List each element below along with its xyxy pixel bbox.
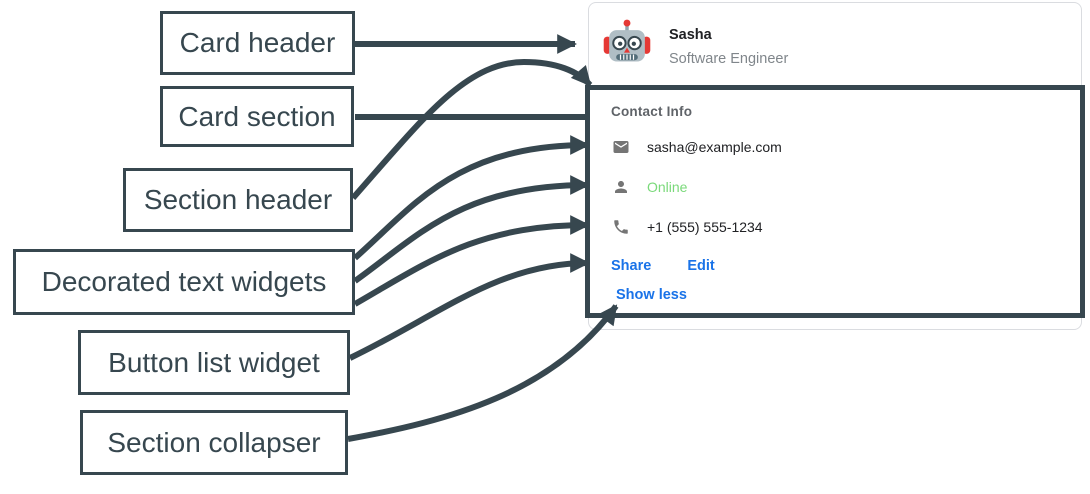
label-section-collapser: Section collapser <box>80 410 348 475</box>
label-section-collapser-text: Section collapser <box>107 426 321 458</box>
label-card-header-text: Card header <box>179 27 336 58</box>
status-text: Online <box>647 179 688 195</box>
share-button[interactable]: Share <box>611 258 652 274</box>
label-section-header-text: Section header <box>143 184 333 215</box>
status-row: Online <box>612 177 687 197</box>
section-header-title: Contact Info <box>611 104 693 119</box>
arrow-decorated-status <box>353 175 590 284</box>
arrow-decorated-phone <box>353 215 590 307</box>
email-row: sasha@example.com <box>612 137 782 157</box>
label-section-header: Section header <box>123 168 353 232</box>
phone-text: +1 (555) 555-1234 <box>647 219 763 235</box>
mail-icon <box>613 141 629 153</box>
arrow-button-list <box>348 253 590 361</box>
phone-row: +1 (555) 555-1234 <box>612 217 763 237</box>
contact-card: Sasha Software Engineer Contact Info sas… <box>588 2 1082 330</box>
button-list: Share Edit <box>611 258 715 274</box>
label-card-section: Card section <box>160 86 354 147</box>
section-highlight-box <box>585 85 1085 318</box>
phone-icon <box>614 220 628 234</box>
label-decorated-text-widgets-text: Decorated text widgets <box>41 266 327 297</box>
robot-avatar-icon <box>603 19 651 62</box>
arrow-decorated-email <box>353 135 590 261</box>
arrow-section-collapser <box>347 304 619 442</box>
label-card-header: Card header <box>160 11 355 75</box>
edit-button[interactable]: Edit <box>687 258 715 274</box>
label-decorated-text-widgets: Decorated text widgets <box>13 249 355 315</box>
label-button-list-widget-text: Button list widget <box>108 346 320 378</box>
label-button-list-widget: Button list widget <box>78 330 350 395</box>
arrow-section-header <box>350 58 593 200</box>
show-less-button[interactable]: Show less <box>616 287 687 303</box>
email-text: sasha@example.com <box>647 139 782 155</box>
person-icon <box>615 181 627 193</box>
card-header-subtitle: Software Engineer <box>669 51 789 67</box>
card-header-name: Sasha <box>669 27 712 43</box>
label-card-section-text: Card section <box>178 100 336 132</box>
